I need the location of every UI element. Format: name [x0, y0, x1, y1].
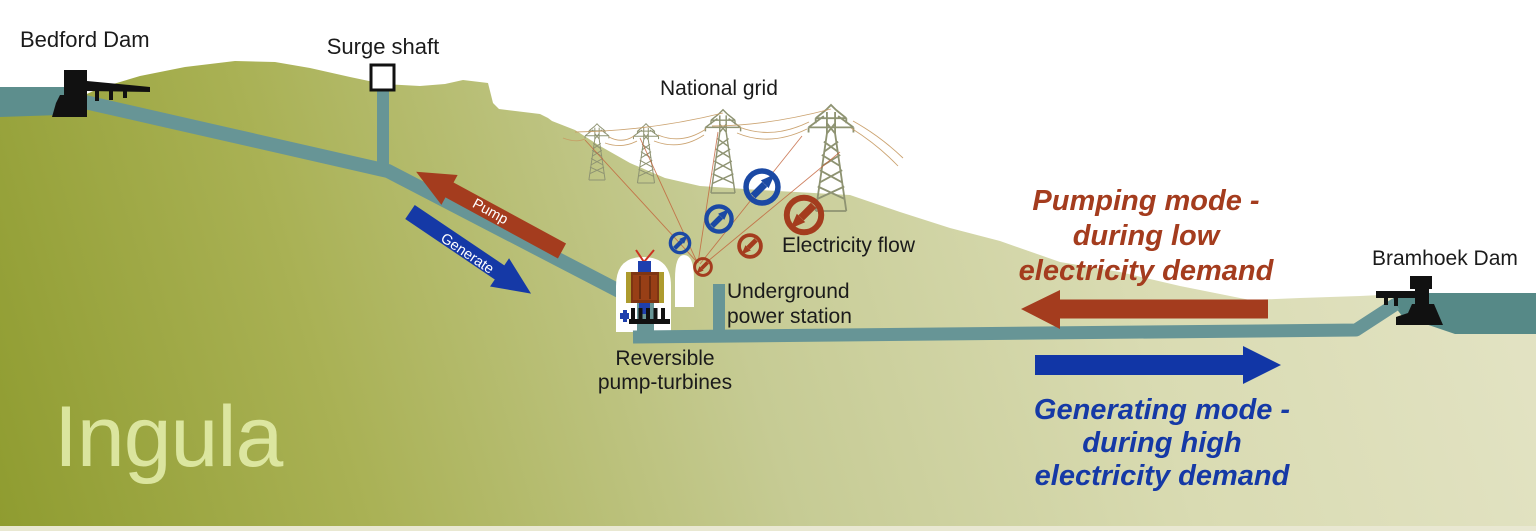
- bedford-dam-label: Bedford Dam: [20, 27, 150, 52]
- national-grid-label: National grid: [660, 77, 778, 100]
- pumping-mode-line1: Pumping mode -: [1032, 185, 1260, 217]
- ground-base-strip: [0, 526, 1536, 531]
- pumping-mode-line3: electricity demand: [1018, 255, 1274, 287]
- bramhoek-dam-label: Bramhoek Dam: [1372, 247, 1518, 270]
- electricity-flow-label: Electricity flow: [782, 234, 916, 257]
- bramhoek-dam-icon: [1376, 276, 1443, 325]
- station-grid-lines: [584, 131, 841, 267]
- generating-direction-arrow: [1035, 346, 1281, 384]
- pumping-direction-arrow: [1021, 290, 1268, 329]
- pumping-mode-line2: during low: [1072, 220, 1220, 252]
- generating-mode-line1: Generating mode -: [1033, 394, 1291, 426]
- pump-turbine-icon: [620, 249, 670, 324]
- surge-shaft-label: Surge shaft: [326, 34, 440, 59]
- bedford-reservoir-water: [0, 87, 69, 117]
- generating-mode-caption: Generating mode - during high electricit…: [997, 394, 1327, 493]
- reversible-pump-turbines-line2: pump-turbines: [597, 371, 733, 394]
- reversible-pump-turbines-line1: Reversible: [615, 347, 715, 370]
- underground-power-station-line1: Underground: [727, 280, 850, 303]
- tailrace-tunnel: [632, 298, 1400, 344]
- reversible-pump-turbines-label: Reversible pump-turbines: [585, 347, 745, 395]
- underground-power-station-label: Underground power station: [727, 279, 852, 329]
- generating-mode-line2: during high: [1082, 427, 1242, 459]
- pumping-mode-caption: Pumping mode - during low electricity de…: [981, 184, 1311, 289]
- terrain: [0, 61, 1536, 531]
- power-lines: [562, 108, 904, 167]
- surge-shaft-icon: [369, 63, 396, 92]
- bedford-dam-icon: [52, 70, 150, 117]
- generating-mode-line3: electricity demand: [1034, 460, 1290, 492]
- ingula-watermark: Ingula: [54, 389, 283, 485]
- underground-power-station-line2: power station: [727, 305, 852, 328]
